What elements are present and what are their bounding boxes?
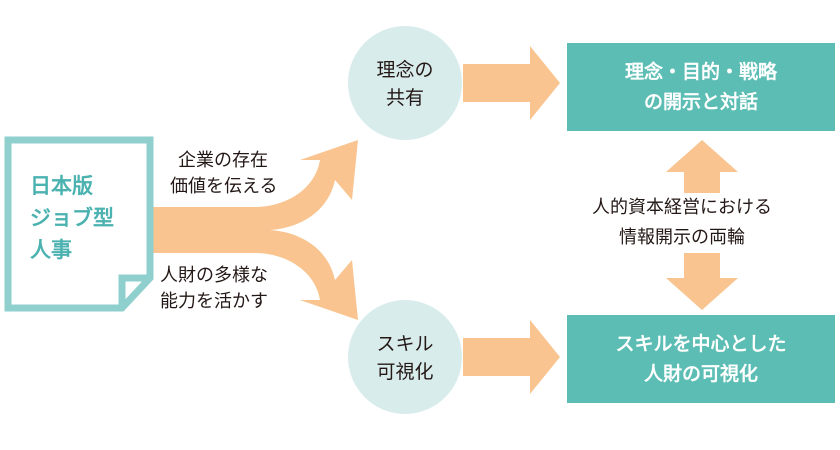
circle-skill-label: スキル 可視化 <box>355 330 455 386</box>
circle-skill-line1: スキル <box>376 333 434 355</box>
middle-label: 人的資本経営における 情報開示の両輪 <box>592 193 772 253</box>
document-label-line1: 日本版 <box>30 174 93 198</box>
middle-line2: 情報開示の両輪 <box>619 227 745 248</box>
circle-skill-line2: 可視化 <box>376 361 434 383</box>
circle-philosophy-line2: 共有 <box>385 87 424 109</box>
box-bottom-line2: 人財の可視化 <box>643 363 758 385</box>
arrow-top <box>463 46 560 120</box>
branch-top-line2: 価値を伝える <box>170 176 278 197</box>
circle-philosophy <box>348 26 462 140</box>
branch-bottom-line1: 人財の多様な <box>160 265 268 286</box>
box-top-line1: 理念・目的・戦略 <box>624 61 777 83</box>
branch-bottom-label: 人財の多様な 能力を活かす <box>160 263 268 315</box>
document-label-line2: ジョブ型 <box>30 206 114 230</box>
document-fold <box>118 274 150 308</box>
fork-arrow <box>150 140 358 320</box>
branch-top-label: 企業の存在 価値を伝える <box>170 148 277 200</box>
document-label-line3: 人事 <box>30 238 72 262</box>
circle-philosophy-line1: 理念の <box>376 59 434 81</box>
box-bottom-line1: スキルを中心とした <box>615 333 787 355</box>
branch-bottom-line2: 能力を活かす <box>160 291 268 312</box>
arrow-bottom <box>463 320 560 394</box>
circle-skill <box>348 300 462 414</box>
document-shape <box>4 136 154 312</box>
box-skill-visualization: スキルを中心とした 人財の可視化 <box>567 315 835 403</box>
box-philosophy-disclosure: 理念・目的・戦略 の開示と対話 <box>567 43 835 131</box>
middle-line1: 人的資本経営における <box>592 197 772 218</box>
circle-philosophy-label: 理念の 共有 <box>355 56 455 112</box>
document-label: 日本版 ジョブ型 人事 <box>30 170 114 266</box>
box-top-line2: の開示と対話 <box>643 91 758 113</box>
branch-top-line1: 企業の存在 <box>178 150 268 171</box>
